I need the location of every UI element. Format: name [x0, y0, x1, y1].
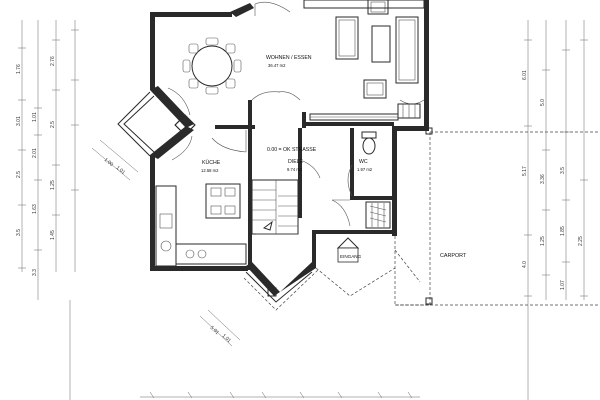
- kitchen-counters: [155, 183, 247, 267]
- dim-right-outer-1: 5.17: [522, 166, 528, 176]
- window-sill-element: [309, 103, 421, 121]
- dim-left-mid-1: 2.5: [50, 121, 56, 128]
- living-furniture: [303, 0, 425, 99]
- room-area-diele: 9.74 m2: [287, 167, 303, 172]
- dim-left-inner-1: 2.01: [32, 148, 38, 158]
- entrance-arrow-icon: [336, 237, 360, 263]
- dim-right-outer-0: 6.01: [522, 70, 528, 80]
- dining-table: [182, 37, 242, 95]
- left-dimension-lines: 1.76 3.01 2.5 3.5 1.01 2.01 1.63 3.3 2.7…: [16, 20, 79, 300]
- cloak-rack: [365, 201, 391, 229]
- dim-left-inner-3: 3.3: [32, 269, 38, 276]
- room-area-wc: 1.97 m2: [357, 167, 373, 172]
- carport-label: CARPORT: [440, 253, 467, 259]
- dim-right-inner-2: 1.25: [540, 236, 546, 246]
- dim-left-outer-0: 1.76: [16, 64, 22, 74]
- dim-left-mid-0: 2.76: [50, 56, 56, 66]
- dim-right-inner-3: 1.85: [560, 226, 566, 236]
- diagonal-dimension-entrance: 5.01 1.01: [199, 309, 241, 347]
- dim-diag-left-0: 1.00: [103, 157, 114, 168]
- bottom-site-lines: [69, 300, 529, 400]
- diagonal-dimension-bay: 1.00 1.01: [91, 139, 139, 181]
- entrance-label: EINGANG: [340, 254, 362, 259]
- dim-left-inner-2: 1.63: [32, 204, 38, 214]
- room-name-kueche: KÜCHE: [202, 159, 221, 166]
- room-name-wc: WC: [359, 159, 368, 165]
- entrance-bay: [243, 230, 362, 311]
- room-area-wohnen: 36.47 m2: [268, 63, 286, 68]
- outer-walls: [150, 0, 429, 271]
- dim-diag-bottom-0: 5.01: [209, 325, 220, 336]
- dim-left-outer-3: 3.5: [16, 229, 22, 236]
- dim-left-inner-0: 1.01: [32, 112, 38, 122]
- dim-left-mid-2: 1.25: [50, 180, 56, 190]
- door-swings: [167, 1, 425, 227]
- bay-window: [117, 86, 196, 159]
- dim-diag-left-1: 1.01: [115, 165, 126, 176]
- dim-left-mid-3: 1.45: [50, 230, 56, 240]
- level-label: 0.00 = OK STRASSE: [267, 147, 317, 153]
- room-labels: WOHNEN / ESSEN 36.47 m2 KÜCHE 12.58 m2 0…: [201, 55, 467, 259]
- dim-right-inner-0: 5.0: [540, 99, 546, 106]
- wc-fixtures: [361, 131, 377, 155]
- staircase: [251, 179, 299, 235]
- dim-left-outer-2: 2.5: [16, 171, 22, 178]
- dim-diag-bottom-1: 1.01: [221, 333, 232, 344]
- room-name-diele: DIELE: [288, 159, 304, 165]
- room-name-wohnen: WOHNEN / ESSEN: [266, 55, 312, 61]
- dim-right-outer-3: 3.5: [560, 167, 566, 174]
- right-dimension-lines: 6.01 5.17 4.0 5.0 3.36 1.25 3.5 2.25 1.8…: [522, 20, 588, 300]
- dim-right-outer-4: 2.25: [578, 236, 584, 246]
- carport-outline: [315, 127, 600, 306]
- room-area-kueche: 12.58 m2: [201, 168, 219, 173]
- dim-right-outer-2: 4.0: [522, 261, 528, 268]
- dim-right-inner-1: 3.36: [540, 174, 546, 184]
- dim-right-inner-4: 1.07: [560, 280, 566, 290]
- dim-left-outer-1: 3.01: [16, 116, 22, 126]
